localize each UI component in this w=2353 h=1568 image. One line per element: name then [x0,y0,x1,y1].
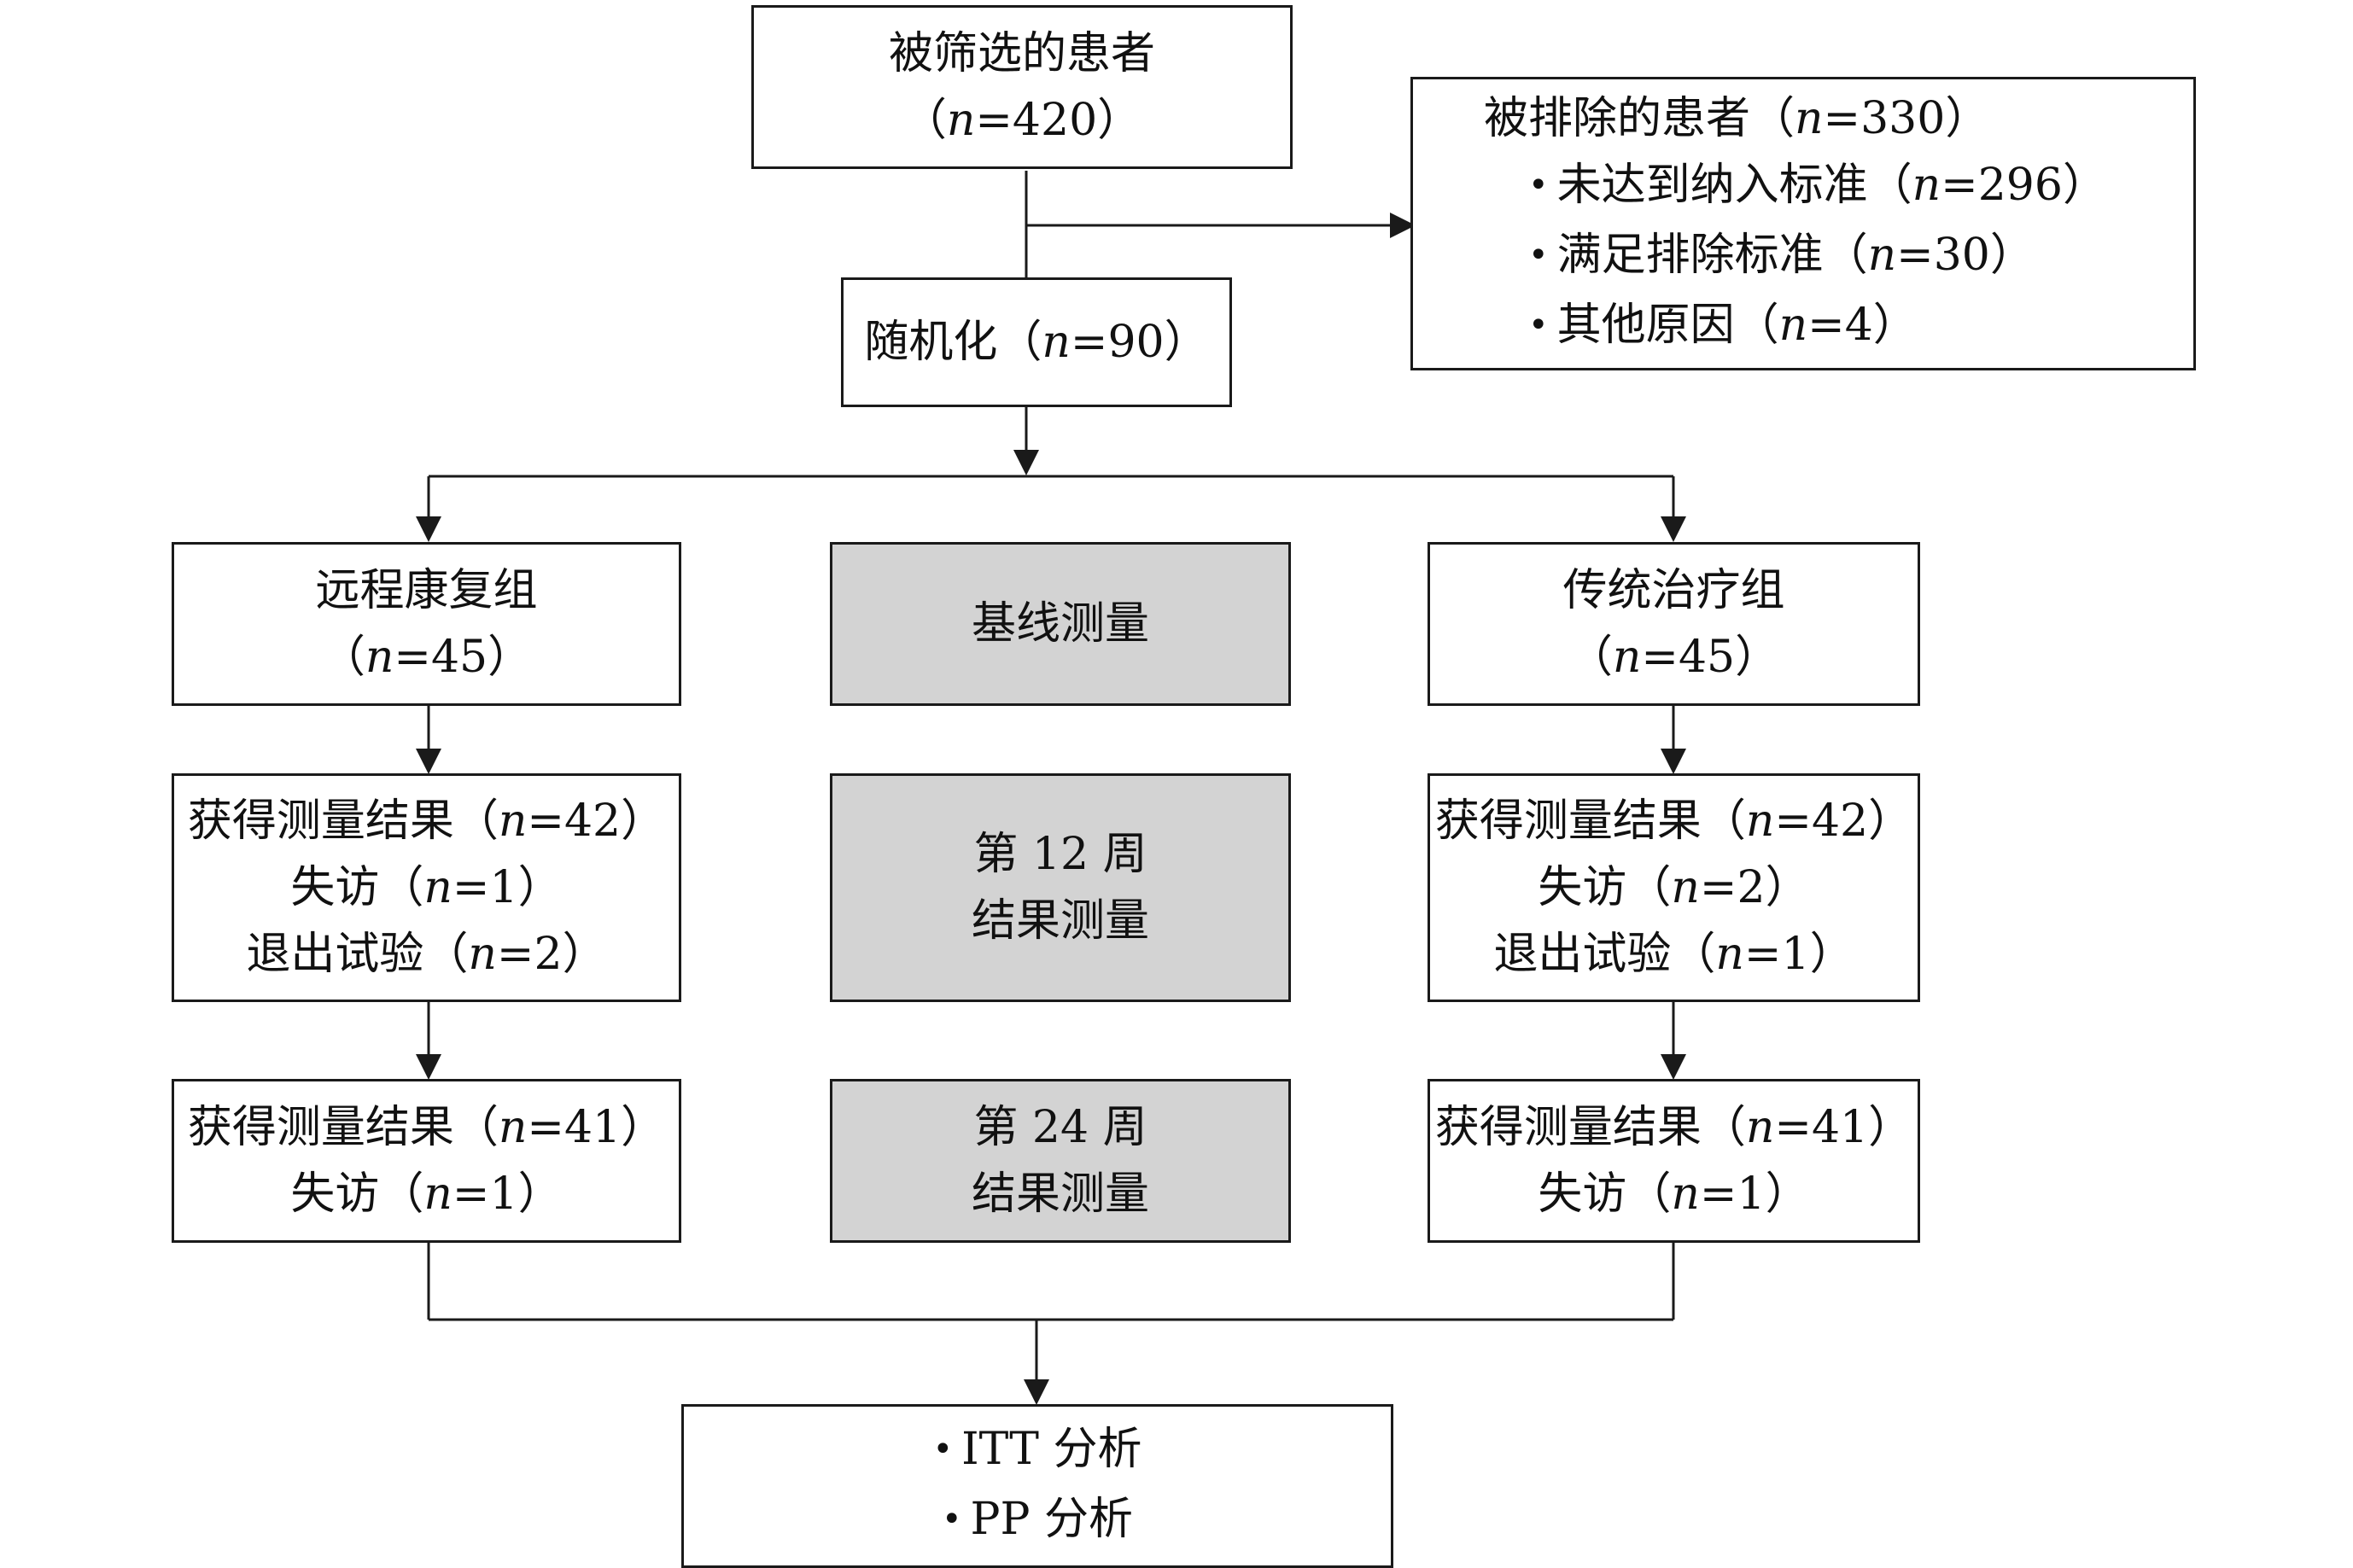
week24-sublabel: 结果测量 [971,1169,1149,1220]
left-group-box: 远程康复组 （n=45） [172,542,681,706]
excluded-reason: 其他原因（n=4） [1528,292,1918,362]
week24-box: 第 24 周 结果测量 [830,1079,1291,1243]
week12-label: 第 12 周 [973,829,1147,880]
excluded-box: 被排除的患者（n=330） 未达到纳入标准（n=296） 满足排除标准（n=30… [1410,77,2196,370]
left-week24-line: 获得测量结果（n=41） [187,1102,666,1153]
left-group-count: （n=45） [320,632,533,683]
week24-label: 第 24 周 [973,1102,1147,1153]
week12-sublabel: 结果测量 [971,895,1149,947]
week12-box: 第 12 周 结果测量 [830,773,1291,1002]
randomized-label: 随机化（n=90） [864,317,1209,368]
right-week24-box: 获得测量结果（n=41） 失访（n=1） [1428,1079,1920,1243]
analysis-item: ITT 分析 [933,1416,1141,1486]
left-week12-box: 获得测量结果（n=42） 失访（n=1） 退出试验（n=2） [172,773,681,1002]
right-week12-box: 获得测量结果（n=42） 失访（n=2） 退出试验（n=1） [1428,773,1920,1002]
left-week12-line: 获得测量结果（n=42） [187,796,666,847]
right-group-name: 传统治疗组 [1562,565,1785,616]
excluded-reason: 未达到纳入标准（n=296） [1528,152,2107,222]
left-week24-box: 获得测量结果（n=41） 失访（n=1） [172,1079,681,1243]
right-week24-line: 失访（n=1） [1538,1169,1810,1220]
analysis-item: PP 分析 [942,1486,1134,1556]
screened-box: 被筛选的患者 （n=420） [751,5,1293,169]
right-week12-line: 退出试验（n=1） [1493,929,1854,980]
screened-title: 被筛选的患者 [888,28,1155,79]
right-week24-line: 获得测量结果（n=41） [1434,1102,1913,1153]
right-week12-line: 获得测量结果（n=42） [1434,796,1913,847]
right-group-box: 传统治疗组 （n=45） [1428,542,1920,706]
excluded-reason: 满足排除标准（n=30） [1528,222,2035,292]
baseline-box: 基线测量 [830,542,1291,706]
left-group-name: 远程康复组 [315,565,538,616]
baseline-label: 基线测量 [971,598,1149,650]
right-week12-line: 失访（n=2） [1538,862,1810,913]
left-week12-line: 退出试验（n=2） [246,929,607,980]
right-group-count: （n=45） [1568,632,1780,683]
screened-count: （n=420） [902,95,1142,146]
randomized-box: 随机化（n=90） [841,277,1232,407]
left-week12-line: 失访（n=1） [290,862,563,913]
excluded-title: 被排除的患者（n=330） [1484,93,1990,144]
left-week24-line: 失访（n=1） [290,1169,563,1220]
analysis-box: ITT 分析 PP 分析 [681,1404,1393,1568]
